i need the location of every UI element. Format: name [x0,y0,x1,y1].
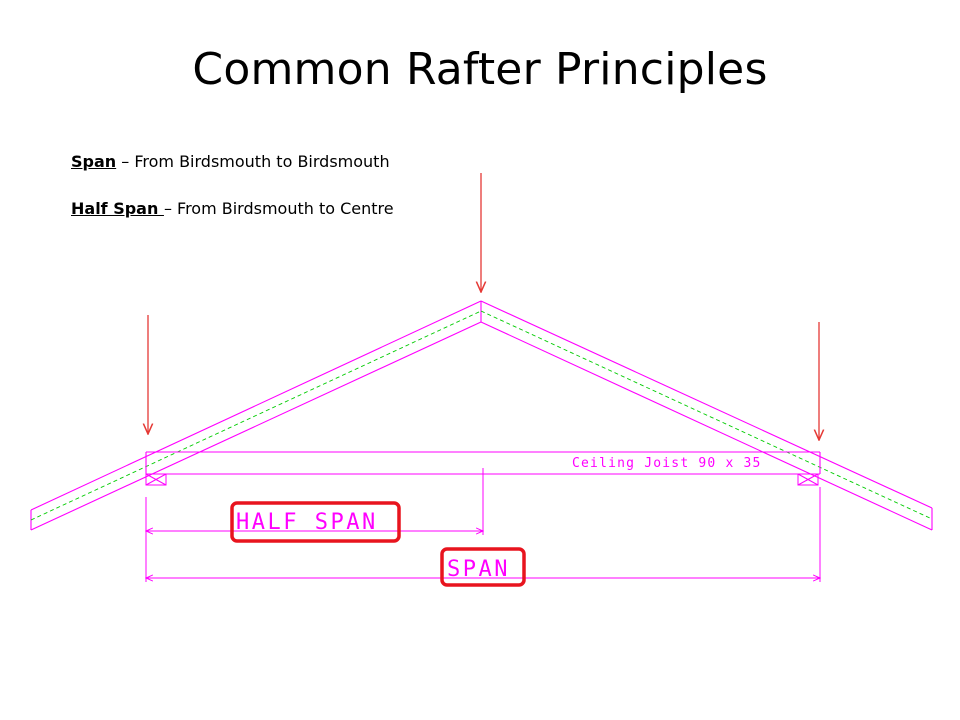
dimension-extension-lines [145,468,821,582]
span-label: SPAN [447,557,510,582]
ceiling-joist-label: Ceiling Joist 90 x 35 [572,456,762,471]
left-wall-plate [145,473,167,486]
span-definition: Span – From Birdsmouth to Birdsmouth [71,152,390,171]
span-term: Span [71,152,117,171]
half-span-term: Half Span [71,199,164,218]
half-span-highlight [230,501,401,543]
span-definition-text: – From Birdsmouth to Birdsmouth [116,152,390,171]
right-rafter [480,300,933,531]
rafter-centerlines [30,310,933,521]
half-span-definition-text: – From Birdsmouth to Centre [163,199,394,218]
half-span-label: HALF SPAN [236,510,378,535]
right-wall-plate [797,473,819,486]
span-highlight [440,547,526,587]
half-span-definition: Half Span – From Birdsmouth to Centre [71,199,394,218]
slide-title: Common Rafter Principles [192,44,768,95]
